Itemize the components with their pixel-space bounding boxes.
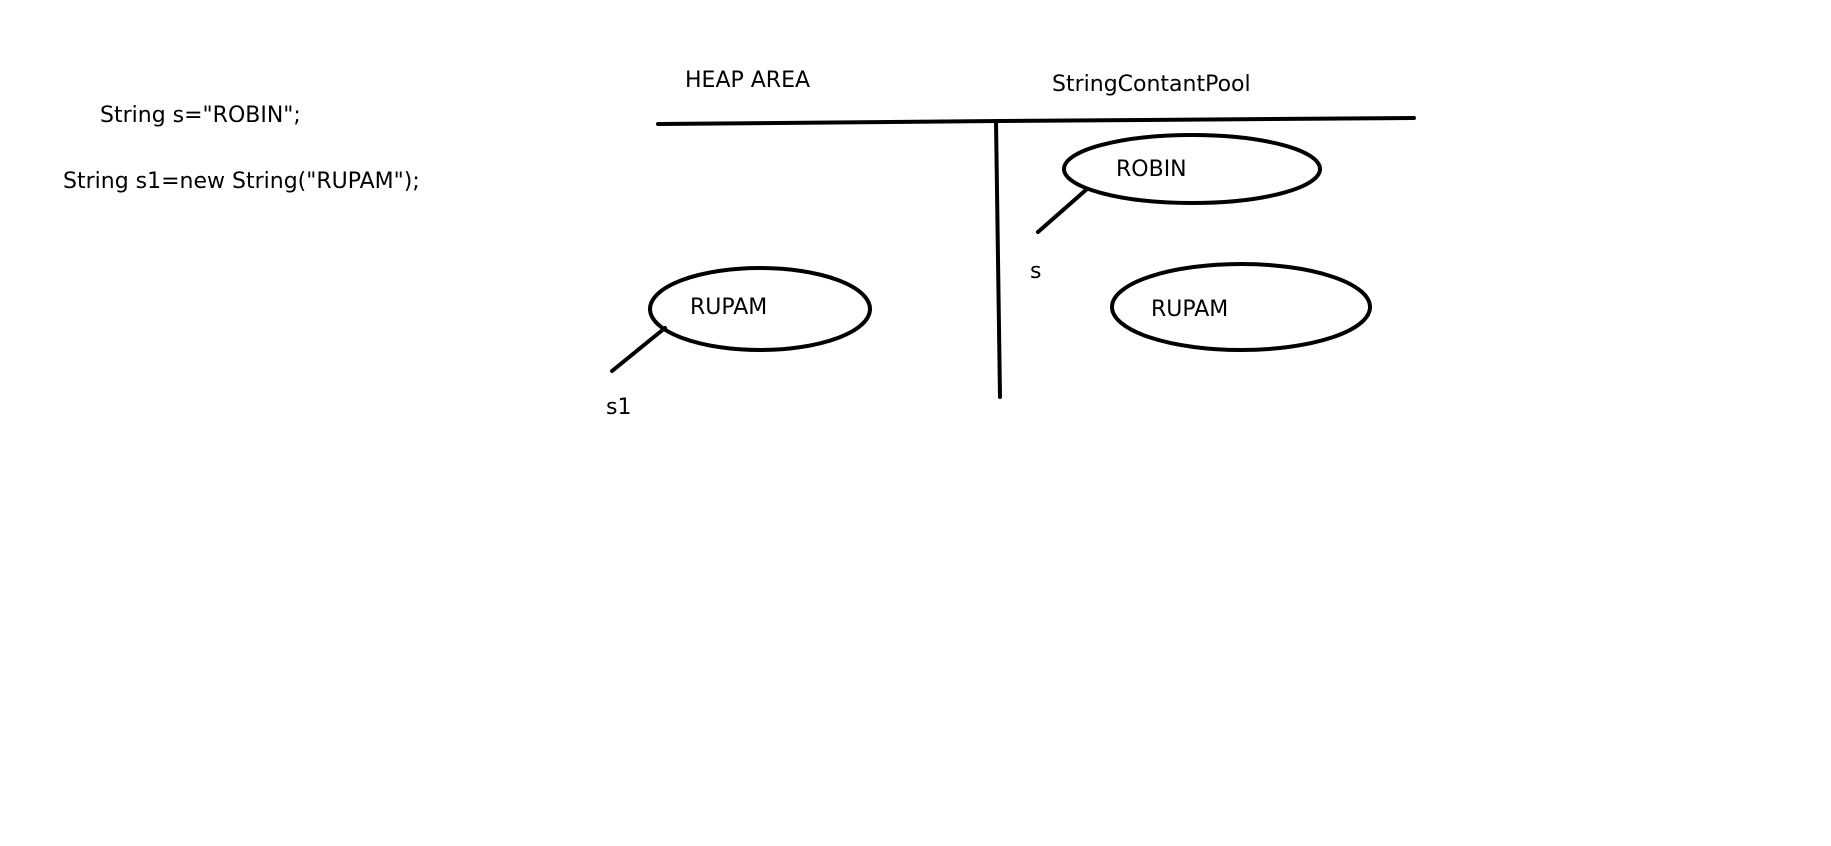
ref-s1-label: s1 bbox=[606, 395, 632, 420]
heap-area-label: HEAP AREA bbox=[685, 68, 811, 93]
pool-robin-text: ROBIN bbox=[1116, 157, 1187, 182]
pool-robin-ellipse bbox=[1062, 133, 1322, 205]
heap-rupam-ellipse bbox=[648, 266, 872, 352]
string-pool-label: StringContantPool bbox=[1052, 72, 1251, 97]
pool-rupam-ellipse bbox=[1110, 262, 1372, 352]
vertical-divider-line bbox=[994, 119, 1002, 399]
ref-line-s1 bbox=[610, 326, 667, 373]
heap-rupam-text: RUPAM bbox=[690, 295, 768, 320]
ref-line-s bbox=[1036, 187, 1089, 234]
horizontal-divider-line bbox=[656, 116, 1416, 126]
code-line-1: String s="ROBIN"; bbox=[100, 103, 301, 128]
pool-rupam-text: RUPAM bbox=[1151, 297, 1229, 322]
code-line-2: String s1=new String("RUPAM"); bbox=[63, 169, 420, 194]
ref-s-label: s bbox=[1030, 259, 1042, 284]
